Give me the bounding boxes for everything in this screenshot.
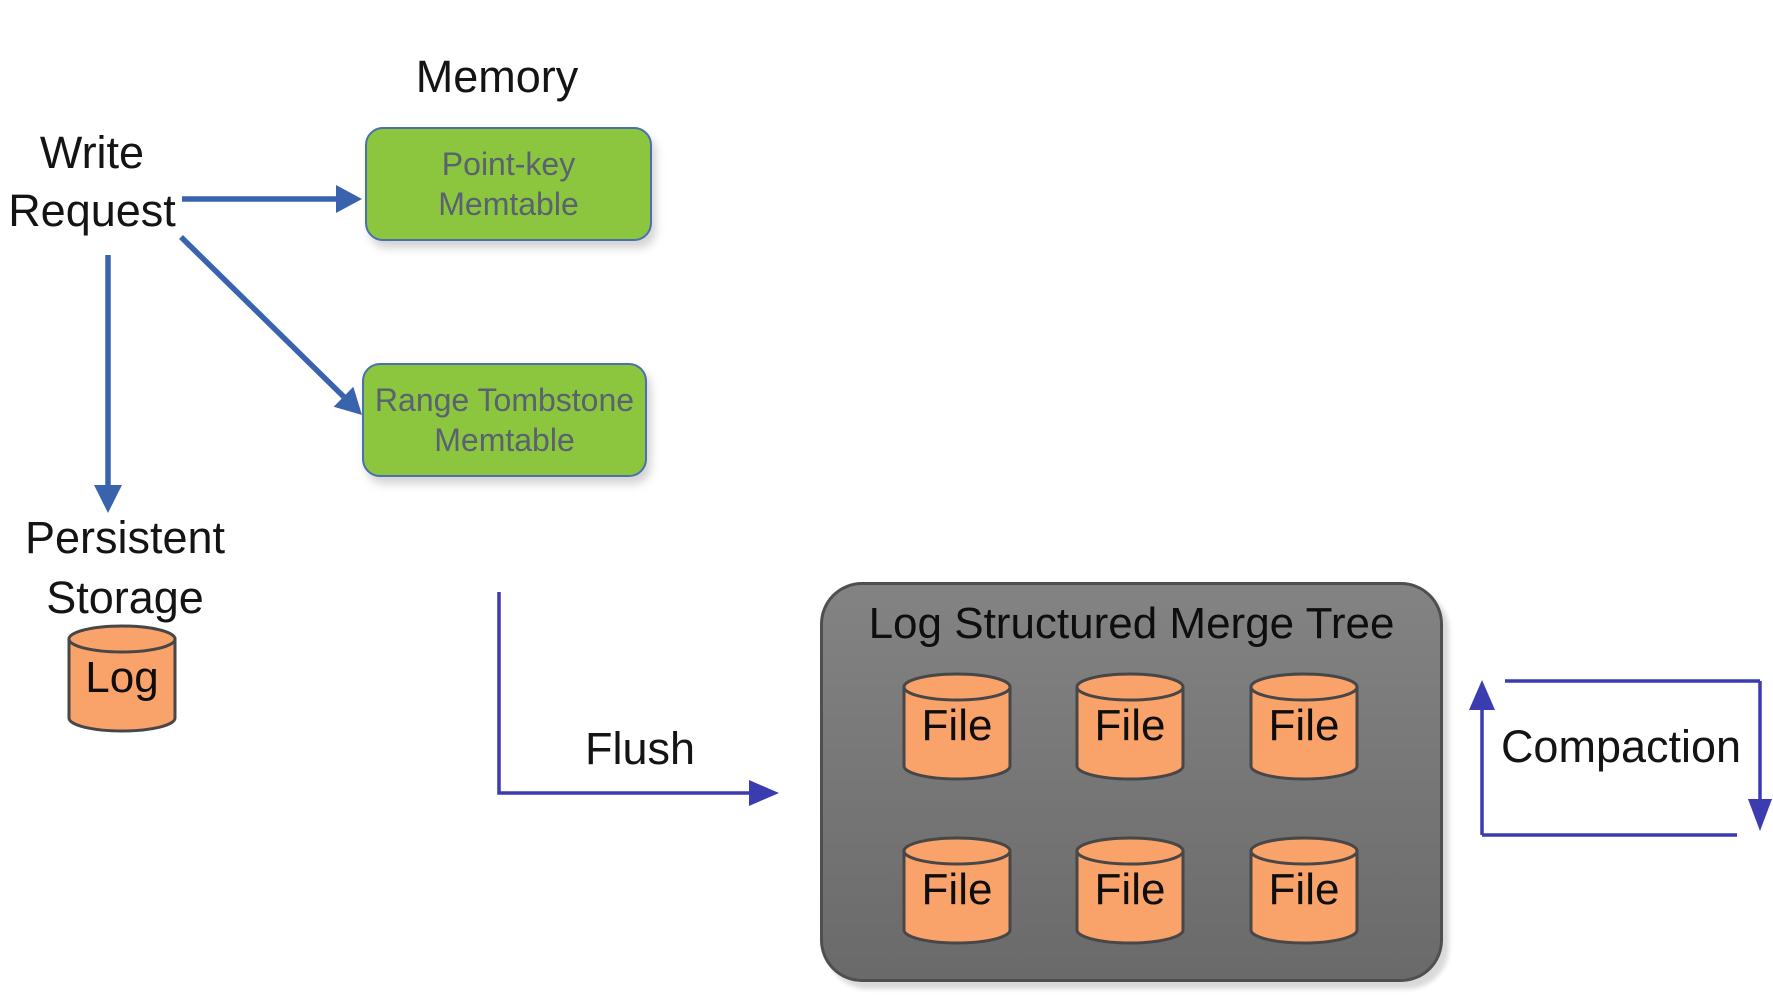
file-cylinder-1: File <box>901 671 1013 783</box>
range-tombstone-memtable-box: Range Tombstone Memtable <box>362 363 647 477</box>
file-cylinder-5: File <box>1074 835 1186 947</box>
file-label: File <box>1094 701 1166 750</box>
cylinder-shape <box>902 836 1012 945</box>
file-label: File <box>1268 701 1340 750</box>
file-cylinder-4: File <box>901 835 1013 947</box>
point-key-memtable-box: Point-key Memtable <box>365 127 652 241</box>
lsm-tree-title: Log Structured Merge Tree <box>868 599 1395 648</box>
cylinder-shape <box>1075 836 1185 945</box>
log-cylinder: Log <box>66 623 178 735</box>
cylinder-shape <box>1249 836 1359 945</box>
file-cylinder-6: File <box>1248 835 1360 947</box>
file-cylinder-3: File <box>1248 671 1360 783</box>
file-label: File <box>921 701 993 750</box>
write-to-range-arrow <box>179 235 362 415</box>
file-label: File <box>921 865 993 914</box>
write-to-storage-arrow <box>94 255 122 513</box>
persistent-storage-label: Persistent Storage <box>24 512 226 623</box>
flush-arrow <box>497 592 779 806</box>
cylinder-shape <box>67 624 177 733</box>
file-cylinder-2: File <box>1074 671 1186 783</box>
cylinder-shape <box>902 672 1012 781</box>
flush-label: Flush <box>584 723 696 774</box>
memory-section-label: Memory <box>415 51 579 102</box>
log-cylinder-label: Log <box>85 653 159 702</box>
compaction-label: Compaction <box>1500 721 1742 772</box>
cylinder-shape <box>1075 672 1185 781</box>
file-label: File <box>1268 865 1340 914</box>
cylinder-shape <box>1249 672 1359 781</box>
file-label: File <box>1094 865 1166 914</box>
write-to-pointkey-arrow <box>182 185 362 213</box>
compaction-loop-arrows <box>1469 679 1772 837</box>
write-request-label: Write Request <box>8 127 176 236</box>
